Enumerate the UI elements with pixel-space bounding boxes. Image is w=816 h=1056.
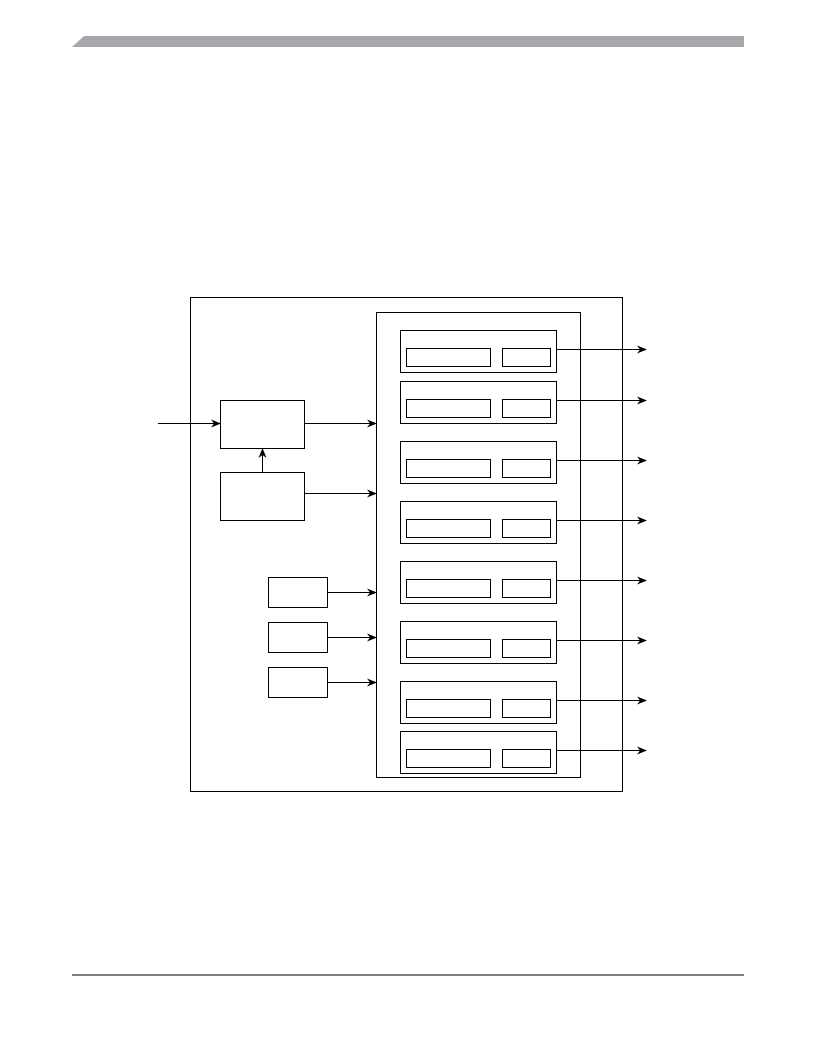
small-input-block-3 (268, 667, 377, 698)
channel-box (400, 501, 557, 544)
channel-register-narrow (502, 348, 551, 367)
channel-register-wide (406, 699, 491, 718)
channel-8 (400, 731, 647, 774)
channel-register-narrow (502, 519, 551, 538)
channel-register-narrow (502, 699, 551, 718)
channel-array-box (376, 312, 581, 778)
channel-box (400, 621, 557, 664)
channel-box (400, 330, 557, 373)
channel-register-narrow (502, 459, 551, 478)
channel-register-narrow (502, 749, 551, 768)
channel-box (400, 681, 557, 724)
channel-box (400, 731, 557, 774)
channel-register-wide (406, 639, 491, 658)
channel-register-narrow (502, 399, 551, 418)
channel-register-wide (406, 579, 491, 598)
small-block-box (268, 577, 328, 608)
input-block-b (220, 472, 305, 521)
channel-5 (400, 561, 647, 604)
channel-box (400, 381, 557, 424)
header-bar (72, 36, 744, 47)
channel-register-narrow (502, 579, 551, 598)
input-block-a (220, 400, 305, 449)
channel-register-wide (406, 749, 491, 768)
channel-4 (400, 501, 647, 544)
channel-2 (400, 381, 647, 424)
channel-3 (400, 441, 647, 484)
channel-1 (400, 330, 647, 373)
channel-register-wide (406, 348, 491, 367)
channel-register-wide (406, 459, 491, 478)
small-input-block-1 (268, 577, 377, 608)
channel-box (400, 561, 557, 604)
small-input-block-2 (268, 622, 377, 653)
channel-register-narrow (502, 639, 551, 658)
small-block-box (268, 667, 328, 698)
channel-6 (400, 621, 647, 664)
block-diagram (158, 297, 647, 792)
outer-module-box (190, 297, 623, 792)
channel-register-wide (406, 519, 491, 538)
channel-register-wide (406, 399, 491, 418)
channel-box (400, 441, 557, 484)
small-block-box (268, 622, 328, 653)
channel-7 (400, 681, 647, 724)
